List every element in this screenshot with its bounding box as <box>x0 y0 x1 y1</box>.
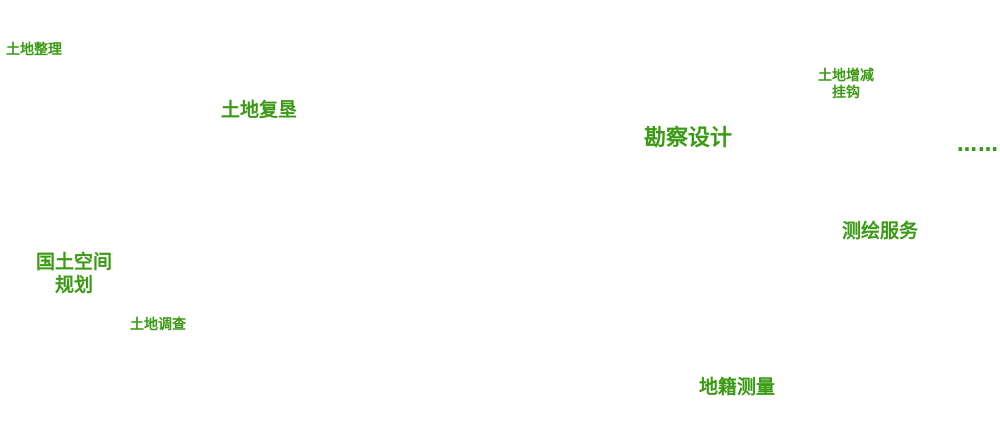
tag-land-increase-decrease-line1: 土地增减 <box>818 68 874 84</box>
tag-land-increase-decrease-line2: 挂钩 <box>832 84 860 101</box>
tag-spatial-planning[interactable]: 国土空间 规划 <box>36 251 112 297</box>
tag-surveying-service[interactable]: 测绘服务 <box>842 220 919 242</box>
tag-cadastral-survey[interactable]: 地籍测量 <box>699 376 776 398</box>
tag-survey-design[interactable]: 勘察设计 <box>644 126 733 151</box>
tag-land-consolidation[interactable]: 土地整理 <box>6 42 62 58</box>
tag-land-reclamation[interactable]: 土地复垦 <box>221 99 298 121</box>
tag-spatial-planning-line1: 国土空间 <box>36 251 113 273</box>
tag-land-survey[interactable]: 土地调查 <box>130 317 186 333</box>
tag-land-increase-decrease[interactable]: 土地增减 挂钩 <box>818 68 874 102</box>
tag-spatial-planning-line2: 规划 <box>55 273 94 296</box>
tag-more[interactable]: …… <box>957 132 999 156</box>
